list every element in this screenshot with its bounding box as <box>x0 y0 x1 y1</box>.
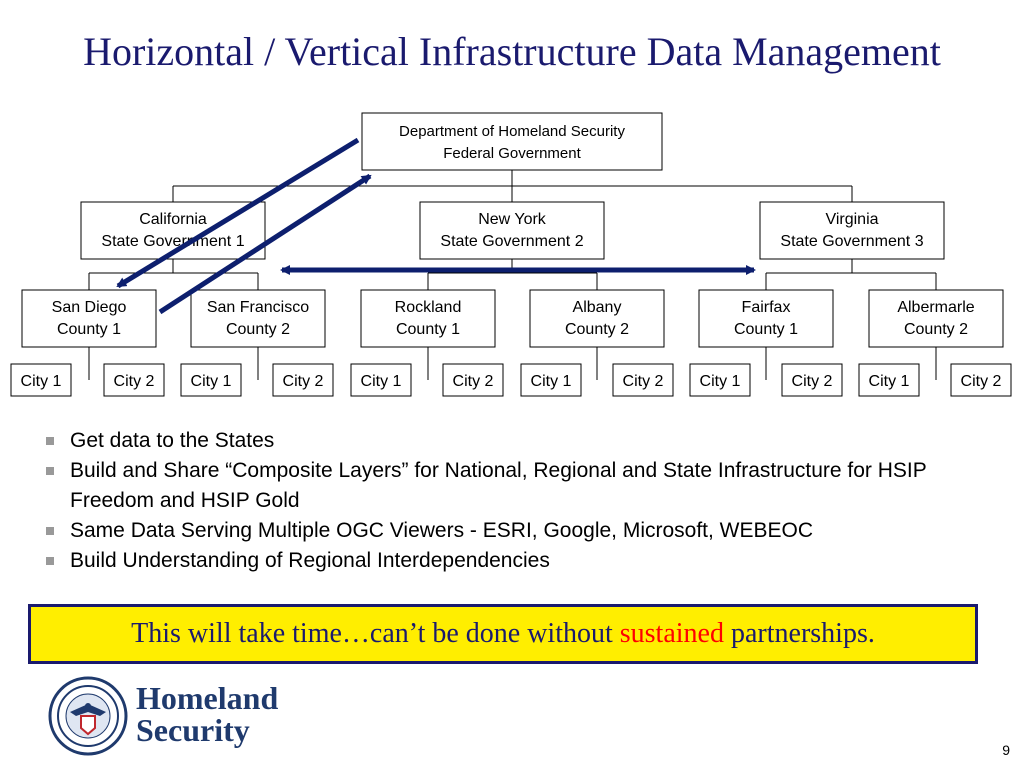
county-box-san-diego[interactable]: San Diego County 1 <box>21 289 157 348</box>
city-label: City 2 <box>961 373 1002 390</box>
county-line1: San Francisco <box>207 299 309 316</box>
square-bullet-icon <box>46 467 54 475</box>
page-number: 9 <box>1002 742 1010 758</box>
county-box-san-francisco[interactable]: San Francisco County 2 <box>190 289 326 348</box>
bullet-text: Build Understanding of Regional Interdep… <box>70 549 550 572</box>
org-chart-diagram: Department of Homeland Security Federal … <box>10 112 1012 397</box>
county-line1: San Diego <box>52 299 127 316</box>
city-box[interactable]: City 2 <box>781 363 843 397</box>
county-line2: County 1 <box>734 321 798 338</box>
city-label: City 1 <box>21 373 62 390</box>
state-box-virginia[interactable]: Virginia State Government 3 <box>759 201 945 260</box>
bullet-text: Same Data Serving Multiple OGC Viewers -… <box>70 519 814 542</box>
city-box[interactable]: City 1 <box>180 363 242 397</box>
square-bullet-icon <box>46 557 54 565</box>
bullet-item: Get data to the States <box>46 426 996 456</box>
city-label: City 2 <box>792 373 833 390</box>
state-line1: New York <box>478 211 547 228</box>
city-box[interactable]: City 2 <box>103 363 165 397</box>
county-line1: Albermarle <box>897 299 974 316</box>
county-line2: County 2 <box>226 321 290 338</box>
callout-highlight: sustained <box>619 618 724 649</box>
arrow-county-to-federal <box>158 173 372 315</box>
city-label: City 2 <box>623 373 664 390</box>
federal-line1: Department of Homeland Security <box>399 123 625 140</box>
city-box[interactable]: City 2 <box>442 363 504 397</box>
county-line2: County 2 <box>904 321 968 338</box>
city-box[interactable]: City 2 <box>950 363 1012 397</box>
county-box-fairfax[interactable]: Fairfax County 1 <box>698 289 834 348</box>
city-label: City 2 <box>283 373 324 390</box>
square-bullet-icon <box>46 437 54 445</box>
county-line2: County 1 <box>57 321 121 338</box>
county-box-albermarle[interactable]: Albermarle County 2 <box>868 289 1004 348</box>
slide-title: Horizontal / Vertical Infrastructure Dat… <box>83 29 941 74</box>
state-line2: State Government 1 <box>101 233 244 250</box>
county-line2: County 1 <box>396 321 460 338</box>
city-box[interactable]: City 2 <box>272 363 334 397</box>
city-row: City 1 City 2 City 1 City 2 City 1 City … <box>10 363 1012 397</box>
homeland-security-wordmark: Homeland Security <box>136 682 278 746</box>
state-box-california[interactable]: California State Government 1 <box>80 201 266 260</box>
county-box-rockland[interactable]: Rockland County 1 <box>360 289 496 348</box>
federal-line2: Federal Government <box>443 145 581 162</box>
wordmark-line1: Homeland <box>136 680 279 716</box>
city-box[interactable]: City 1 <box>689 363 751 397</box>
city-box[interactable]: City 1 <box>10 363 72 397</box>
county-line1: Albany <box>573 299 622 316</box>
flow-arrows <box>116 137 756 315</box>
bullet-item: Build Understanding of Regional Interdep… <box>46 546 996 576</box>
city-label: City 1 <box>191 373 232 390</box>
county-line1: Rockland <box>395 299 462 316</box>
city-box[interactable]: City 1 <box>858 363 920 397</box>
county-box-albany[interactable]: Albany County 2 <box>529 289 665 348</box>
city-label: City 2 <box>453 373 494 390</box>
city-box[interactable]: City 1 <box>520 363 582 397</box>
arrow-federal-to-county <box>116 137 360 289</box>
county-line1: Fairfax <box>742 299 791 316</box>
state-box-new-york[interactable]: New York State Government 2 <box>419 201 605 260</box>
city-label: City 1 <box>531 373 572 390</box>
city-box[interactable]: City 2 <box>612 363 674 397</box>
state-line1: Virginia <box>825 211 878 228</box>
city-label: City 1 <box>869 373 910 390</box>
state-line2: State Government 2 <box>440 233 583 250</box>
callout-box: This will take time…can’t be done withou… <box>28 604 978 664</box>
city-label: City 2 <box>114 373 155 390</box>
state-line1: California <box>139 211 207 228</box>
dhs-seal-icon <box>48 676 128 756</box>
bullet-item: Same Data Serving Multiple OGC Viewers -… <box>46 516 996 546</box>
city-label: City 1 <box>700 373 741 390</box>
state-line2: State Government 3 <box>780 233 923 250</box>
callout-text: This will take time…can’t be done withou… <box>131 618 875 650</box>
wordmark-line2: Security <box>136 712 250 748</box>
bullet-list: Get data to the States Build and Share “… <box>46 426 996 576</box>
county-line2: County 2 <box>565 321 629 338</box>
federal-box[interactable]: Department of Homeland Security Federal … <box>361 112 663 171</box>
callout-after: partnerships. <box>723 618 875 649</box>
bullet-text: Build and Share “Composite Layers” for N… <box>70 459 927 512</box>
city-box[interactable]: City 1 <box>350 363 412 397</box>
callout-before: This will take time…can’t be done withou… <box>131 618 620 649</box>
city-label: City 1 <box>361 373 402 390</box>
bullet-text: Get data to the States <box>70 429 275 452</box>
bullet-item: Build and Share “Composite Layers” for N… <box>46 456 996 516</box>
square-bullet-icon <box>46 527 54 535</box>
